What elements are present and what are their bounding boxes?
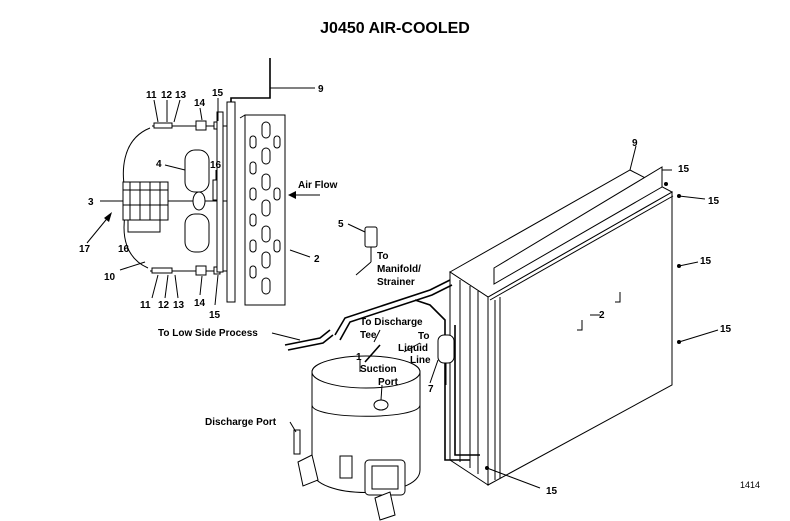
callout-15-bottom-left: 15 bbox=[209, 310, 221, 321]
to-liquid-line1: To bbox=[418, 331, 429, 342]
filter-dryer bbox=[355, 226, 378, 276]
callout-9-left: 9 bbox=[318, 84, 324, 95]
compressor bbox=[293, 344, 421, 521]
to-manifold-line3: Strainer bbox=[377, 277, 415, 288]
liquid-line-drier bbox=[437, 334, 455, 385]
callout-15-top-right: 15 bbox=[678, 164, 690, 175]
callout-15-right-1: 15 bbox=[708, 196, 720, 207]
callout-12-top: 12 bbox=[161, 90, 173, 101]
callout-15-bottom-right: 15 bbox=[546, 486, 558, 497]
to-liquid-line3: Line bbox=[410, 355, 431, 366]
discharge-port-label: Discharge Port bbox=[205, 417, 277, 428]
to-liquid-line2: Liquid bbox=[398, 343, 428, 354]
air-flow-label: Air Flow bbox=[298, 180, 338, 191]
diagram-title: J0450 AIR-COOLED bbox=[320, 20, 470, 37]
fan-motor-assembly bbox=[100, 58, 271, 303]
callout-16-upper: 16 bbox=[210, 160, 222, 171]
callout-15-right-3: 15 bbox=[720, 324, 732, 335]
callout-13-bottom: 13 bbox=[173, 300, 185, 311]
to-manifold-line1: To bbox=[377, 251, 388, 262]
callout-10: 10 bbox=[104, 272, 116, 283]
callout-3: 3 bbox=[88, 197, 94, 208]
callout-2-left: 2 bbox=[314, 254, 320, 265]
callout-1: 1 bbox=[356, 352, 362, 363]
callout-15-top: 15 bbox=[212, 88, 224, 99]
condenser-unit bbox=[449, 166, 681, 486]
leader-lines bbox=[86, 87, 719, 489]
callout-11-top: 11 bbox=[146, 90, 157, 101]
to-discharge-line1: To Discharge bbox=[360, 317, 423, 328]
callout-14-bottom: 14 bbox=[194, 298, 206, 309]
callout-15-right-2: 15 bbox=[700, 256, 712, 267]
figure-number: 1414 bbox=[740, 480, 760, 490]
callout-9-right: 9 bbox=[632, 138, 638, 149]
callout-17: 17 bbox=[79, 244, 91, 255]
refrigerant-piping bbox=[284, 279, 480, 461]
callout-4: 4 bbox=[156, 159, 162, 170]
suction-port-line2: Port bbox=[378, 377, 399, 388]
callout-11-bottom: 11 bbox=[140, 300, 151, 311]
callout-12-bottom: 12 bbox=[158, 300, 170, 311]
callout-13-top: 13 bbox=[175, 90, 187, 101]
callout-5: 5 bbox=[338, 219, 344, 230]
to-discharge-line2: Tee bbox=[360, 330, 377, 341]
callout-2-right: 2 bbox=[599, 310, 605, 321]
to-low-side-process-label: To Low Side Process bbox=[158, 328, 258, 339]
callout-16-lower: 16 bbox=[118, 244, 130, 255]
suction-port-line1: Suction bbox=[360, 364, 397, 375]
callout-14-top: 14 bbox=[194, 98, 206, 109]
coil-slots bbox=[249, 121, 281, 295]
callout-7: 7 bbox=[428, 384, 434, 395]
to-manifold-line2: Manifold/ bbox=[377, 264, 421, 275]
condenser-coil-face bbox=[239, 114, 320, 306]
